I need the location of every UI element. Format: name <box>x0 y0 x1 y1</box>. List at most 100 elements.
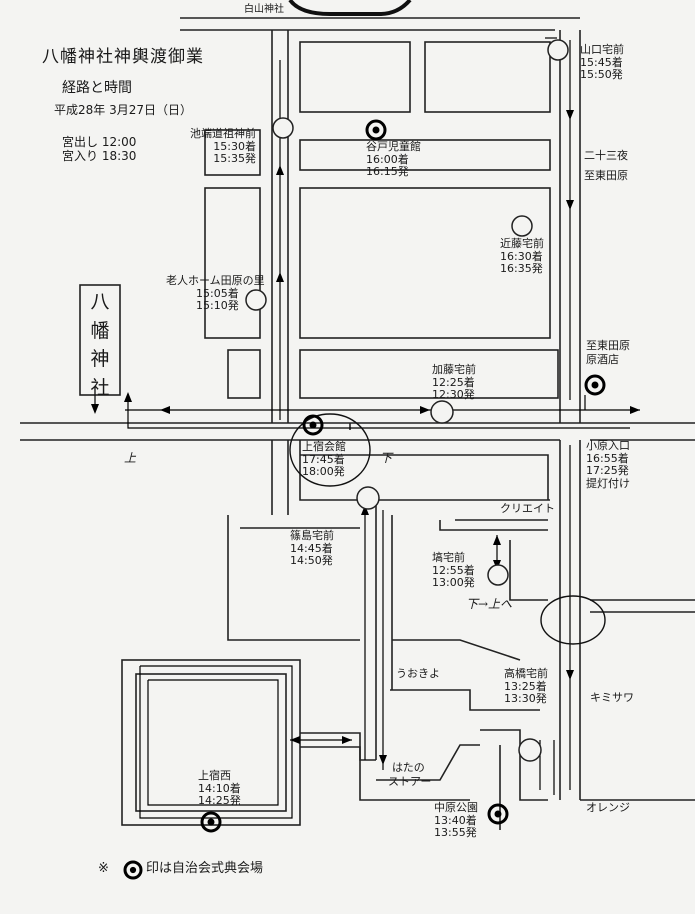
ceremony-nakahara <box>487 803 509 825</box>
stop-takahashi: 高橋宅前 13:25着 13:30発 <box>504 667 548 706</box>
stop-rojin: 老人ホーム田原の里 15:05着 15:10発 <box>166 274 265 313</box>
stop-arrive: 15:30着 <box>213 139 256 153</box>
stop-name: 上宿会館 <box>302 440 346 453</box>
stop-yato: 谷戸児童館 16:00着 16:15発 <box>366 140 421 179</box>
stop-extra: 提灯付け <box>586 476 630 490</box>
stop-arrive: 13:40着 <box>434 813 477 827</box>
handwritten-circle-kamijuku <box>289 413 371 487</box>
label-hakusan: 白山神社 <box>244 4 284 15</box>
stop-ikehata: 池端道祖神前 15:30着 15:35発 <box>190 127 256 166</box>
stop-circle-hanawa <box>487 564 509 586</box>
stop-arrive: 13:25着 <box>504 679 547 693</box>
stop-circle-ikehata <box>272 117 294 139</box>
stop-name: 近藤宅前 <box>500 237 544 250</box>
ceremony-kamijukunishi <box>200 811 222 833</box>
stop-depart: 17:25発 <box>586 464 629 478</box>
stop-depart: 14:50発 <box>290 554 333 568</box>
stop-arrive: 17:45着 <box>302 452 345 466</box>
ceremony-yato <box>365 119 387 141</box>
handwritten-kami: 上 <box>124 451 137 465</box>
label-kimisawa: キミサワ <box>590 691 634 704</box>
stop-yamaguchi: 山口宅前 15:45着 15:50発 <box>580 43 624 82</box>
stop-kamijuku: 上宿会館 17:45着 18:00発 <box>302 440 346 479</box>
ceremony-markers <box>123 119 606 880</box>
label-hara-sake-shop: 原酒店 <box>586 353 619 366</box>
handwritten-circle-ohara <box>540 595 606 645</box>
label-to-higashi-tahara-1: 至東田原 <box>584 169 628 182</box>
stop-kato: 加藤宅前 12:25着 12:30発 <box>432 363 476 402</box>
stop-depart: 15:35発 <box>213 152 256 166</box>
stop-markers <box>245 39 569 762</box>
label-orange: オレンジ <box>586 801 630 814</box>
label-uokiyo: うおきよ <box>396 667 440 680</box>
stop-depart: 13:30発 <box>504 692 547 706</box>
shrine-char: 幡 <box>90 319 110 342</box>
stop-arrive: 12:25着 <box>432 375 475 389</box>
route-arrowheads <box>91 110 640 765</box>
event-date: 平成28年 3月27日（日） <box>54 103 192 117</box>
stop-arrive: 12:55着 <box>432 563 475 577</box>
stop-arrive: 14:45着 <box>290 541 333 555</box>
procession-route <box>94 37 640 819</box>
stop-kamijuku-nishi: 上宿西 14:10着 14:25発 <box>198 769 241 808</box>
stop-hanawa: 塙宅前 12:55着 13:00発 <box>432 551 475 590</box>
stop-circle-shinoshima <box>356 486 380 510</box>
stop-name: 上宿西 <box>198 769 231 782</box>
shrine-label: 八 幡 神 社 <box>89 288 111 402</box>
shrine-char: 社 <box>90 376 110 399</box>
stop-circle-rojin <box>245 289 267 311</box>
label-nijusanya: 二十三夜 <box>584 149 628 162</box>
handwritten-shimo: 下 <box>380 451 393 465</box>
stop-name: 小原入口 <box>586 439 630 452</box>
stop-arrive: 14:10着 <box>198 781 241 795</box>
stop-name: 篠島宅前 <box>290 529 334 542</box>
label-hatano-2: ストアー <box>388 775 432 788</box>
stop-name: 老人ホーム田原の里 <box>166 274 265 287</box>
ceremony-harasaketen <box>584 374 606 396</box>
stop-name: 塙宅前 <box>432 551 465 564</box>
stop-name: 山口宅前 <box>580 43 624 56</box>
stop-name: 中原公園 <box>434 801 478 814</box>
stop-arrive: 16:30着 <box>500 249 543 263</box>
stop-depart: 15:50発 <box>580 68 623 82</box>
stop-depart: 14:25発 <box>198 794 241 808</box>
stop-kondo: 近藤宅前 16:30着 16:35発 <box>500 237 544 276</box>
stop-ohara: 小原入口 16:55着 17:25発 提灯付け <box>586 439 630 491</box>
legend-symbol <box>123 860 143 880</box>
departure-time: 宮出し 12:00 <box>62 135 137 149</box>
stop-circle-kato <box>430 400 454 424</box>
shrine-char: 神 <box>90 348 110 370</box>
return-time: 宮入り 18:30 <box>62 149 137 163</box>
stop-depart: 18:00発 <box>302 465 345 479</box>
stop-circle-kondo <box>511 215 533 237</box>
label-kureito: クリエイト <box>500 502 555 515</box>
legend-mark: ※ <box>98 861 109 876</box>
stop-name: 加藤宅前 <box>432 363 476 376</box>
label-hatano-1: はたの <box>392 761 425 774</box>
stop-depart: 15:10発 <box>196 299 239 313</box>
stop-arrive: 16:55着 <box>586 451 629 465</box>
stop-shinoshima: 篠島宅前 14:45着 14:50発 <box>290 529 334 568</box>
page-title: 八幡神社神輿渡御業 <box>42 47 204 67</box>
stop-arrive: 15:45着 <box>580 55 623 69</box>
stop-circle-yamaguchi <box>547 39 569 61</box>
shrine-char: 八 <box>90 291 110 313</box>
stop-name: 池端道祖神前 <box>190 127 256 140</box>
stop-depart: 12:30発 <box>432 388 475 402</box>
page-subtitle: 経路と時間 <box>62 80 132 96</box>
stop-name: 谷戸児童館 <box>366 140 421 153</box>
stop-arrive: 15:05着 <box>196 286 239 300</box>
stop-arrive: 16:00着 <box>366 152 409 166</box>
handwritten-shimo-kami: 下→上へ <box>466 597 513 611</box>
label-to-higashi-tahara-2: 至東田原 <box>586 339 630 352</box>
stop-depart: 13:00発 <box>432 576 475 590</box>
stop-depart: 16:15発 <box>366 165 409 179</box>
stop-depart: 13:55発 <box>434 826 477 840</box>
top-road-curve <box>288 0 412 16</box>
legend-text: 印は自治会式典会場 <box>146 861 264 876</box>
stop-nakahara: 中原公園 13:40着 13:55発 <box>434 801 478 840</box>
road-network <box>20 17 695 830</box>
ceremony-kamijuku <box>302 414 324 436</box>
stop-depart: 16:35発 <box>500 262 543 276</box>
